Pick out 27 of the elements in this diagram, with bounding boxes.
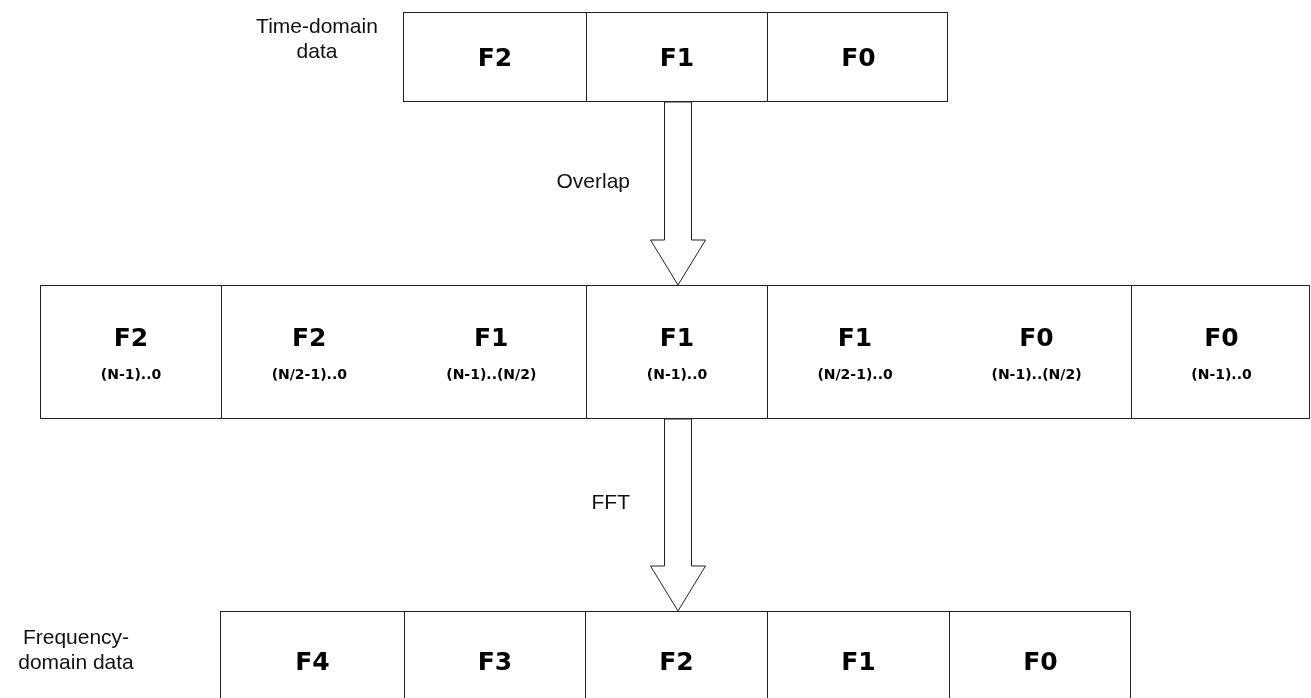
frame-name: F0 <box>1204 322 1239 352</box>
frame-name: F4 <box>295 646 330 676</box>
row-label: Time-domain data <box>255 13 379 64</box>
frame-name: F2 <box>659 646 694 676</box>
frame-name: F1 <box>474 322 509 352</box>
data-frame-bar <box>40 285 1310 419</box>
frame-name: F2 <box>477 42 513 72</box>
sample-range: (N-1)..(N/2) <box>446 365 537 382</box>
block-arrow <box>650 101 706 286</box>
block-arrow <box>650 418 706 612</box>
sample-range: (N-1)..0 <box>100 365 162 382</box>
frame-name: F1 <box>659 42 695 72</box>
sample-range: (N/2-1)..0 <box>271 365 347 382</box>
frame-name: F1 <box>659 322 695 352</box>
frame-name: F0 <box>841 42 876 72</box>
frame-name: F0 <box>1023 646 1058 676</box>
frame-name: F0 <box>1019 322 1054 352</box>
frame-name: F1 <box>841 646 876 676</box>
sample-range: (N-1)..0 <box>1191 365 1252 382</box>
frame-name: F2 <box>113 322 149 352</box>
frame-name: F1 <box>837 322 873 352</box>
frame-name: F2 <box>292 322 327 352</box>
sample-range: (N-1)..0 <box>646 365 708 382</box>
row-label: Frequency-domain data <box>17 624 135 675</box>
sample-range: (N-1)..(N/2) <box>991 365 1082 382</box>
sample-range: (N/2-1)..0 <box>817 365 893 382</box>
frame-name: F3 <box>477 646 513 676</box>
